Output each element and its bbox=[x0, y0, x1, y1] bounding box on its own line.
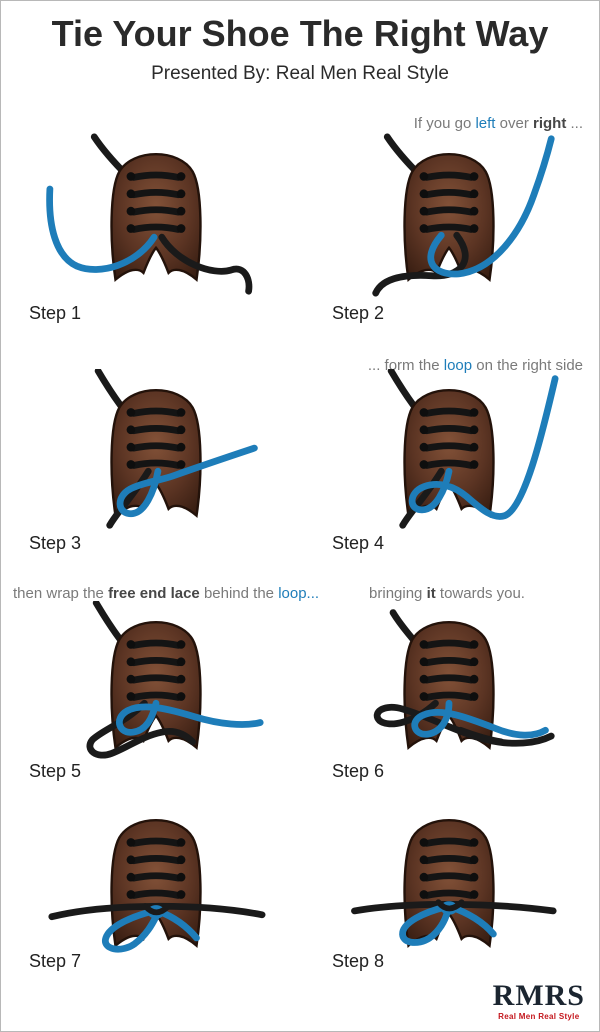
annotation-highlight-blue: loop... bbox=[278, 585, 320, 602]
step-6-illustration bbox=[373, 609, 555, 765]
step-label-8: Step 8 bbox=[332, 951, 385, 971]
step-label-3: Step 3 bbox=[29, 533, 82, 553]
black-lace-wrap bbox=[86, 699, 197, 759]
blue-lace bbox=[46, 185, 158, 273]
step-label-6: Step 6 bbox=[332, 761, 385, 781]
blue-lace-loop bbox=[116, 444, 258, 518]
annotation-highlight-bold: right bbox=[533, 115, 567, 132]
step-8-illustration bbox=[351, 799, 557, 963]
annotation-highlight-blue: left bbox=[475, 115, 496, 132]
annotation-bring-towards-you: bringing it towards you. bbox=[306, 585, 588, 602]
blue-lace-loop bbox=[116, 699, 264, 736]
step-label-5: Step 5 bbox=[29, 761, 82, 781]
step-label-2: Step 2 bbox=[332, 303, 385, 323]
annotation-text: ... form the bbox=[367, 357, 444, 374]
step-label-4: Step 4 bbox=[332, 533, 385, 553]
black-lace bbox=[158, 233, 253, 295]
annotation-text: ... bbox=[566, 115, 583, 132]
step-2-illustration bbox=[372, 133, 555, 297]
blue-lace-loop bbox=[408, 375, 559, 520]
rmrs-logo-title: RMRS bbox=[492, 979, 585, 1012]
page-title: Tie Your Shoe The Right Way bbox=[51, 13, 549, 54]
annotation-text: towards you. bbox=[435, 585, 525, 602]
black-lace-wrap bbox=[373, 699, 555, 747]
shoe-icon bbox=[405, 390, 494, 515]
annotation-text: over bbox=[495, 115, 533, 132]
blue-lace bbox=[427, 135, 555, 278]
shoe-icon bbox=[405, 154, 494, 279]
step-7-illustration bbox=[48, 799, 266, 953]
rmrs-logo-subtitle: Real Men Real Style bbox=[498, 1012, 580, 1021]
step-4-illustration bbox=[387, 369, 559, 529]
black-lace bbox=[92, 601, 127, 647]
annotation-highlight-bold: it bbox=[426, 585, 436, 602]
black-lace bbox=[106, 467, 152, 529]
rmrs-logo: RMRS Real Men Real Style bbox=[493, 981, 585, 1021]
annotation-text: bringing bbox=[369, 585, 427, 602]
annotation-highlight-bold: free end lace bbox=[108, 585, 200, 602]
step-1-illustration bbox=[46, 133, 253, 295]
step-5-illustration bbox=[86, 601, 264, 759]
step-label-1: Step 1 bbox=[29, 303, 82, 323]
black-lace bbox=[372, 231, 469, 297]
annotation-left-over-right: If you go left over right ... bbox=[301, 115, 583, 132]
shoe-icon bbox=[405, 820, 494, 945]
blue-lace-loop bbox=[102, 907, 160, 953]
annotation-form-loop: ... form the loop on the right side bbox=[301, 357, 583, 374]
page-subtitle: Presented By: Real Men Real Style bbox=[151, 63, 449, 84]
annotation-highlight-blue: loop bbox=[443, 357, 473, 374]
annotation-text: on the right side bbox=[472, 357, 583, 374]
step-3-illustration bbox=[94, 369, 258, 529]
blue-lace-loop bbox=[399, 903, 451, 946]
annotation-text: If you go bbox=[413, 115, 476, 132]
black-lace-knot bbox=[435, 899, 465, 912]
step-label-7: Step 7 bbox=[29, 951, 82, 971]
black-lace-knot bbox=[142, 903, 172, 916]
annotation-text: then wrap the bbox=[13, 585, 109, 602]
black-lace bbox=[399, 467, 445, 529]
annotation-wrap-behind-loop: then wrap the free end lace behind the l… bbox=[13, 585, 319, 602]
annotation-text: behind the bbox=[199, 585, 279, 602]
blue-lace-loop bbox=[411, 699, 549, 739]
black-lace bbox=[457, 726, 505, 746]
